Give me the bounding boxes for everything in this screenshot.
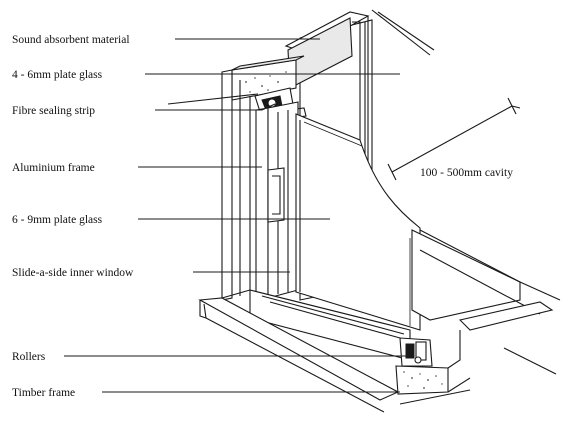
timber-frame-outer-left bbox=[221, 69, 233, 301]
label-aluminium-frame: Aluminium frame bbox=[12, 162, 95, 174]
label-rollers: Rollers bbox=[12, 351, 46, 363]
label-sound-absorbent: Sound absorbent material bbox=[12, 34, 130, 46]
leader-fibre-strip bbox=[155, 103, 276, 111]
labels: Sound absorbent material 4 - 6mm plate g… bbox=[12, 34, 513, 399]
label-cavity: 100 - 500mm cavity bbox=[420, 167, 513, 179]
label-fibre-strip: Fibre sealing strip bbox=[12, 105, 95, 117]
inner-glass-pane bbox=[295, 113, 421, 331]
window-drawing bbox=[198, 9, 561, 413]
timber-frame-block bbox=[395, 365, 449, 395]
aluminium-frame bbox=[255, 107, 269, 303]
header-beam-top bbox=[231, 55, 305, 71]
cavity-dimension bbox=[387, 97, 521, 181]
label-inner-window: Slide-a-side inner window bbox=[12, 267, 134, 279]
label-timber-frame: Timber frame bbox=[12, 387, 75, 399]
label-plate-glass-thin: 4 - 6mm plate glass bbox=[12, 69, 103, 81]
label-plate-glass-thick: 6 - 9mm plate glass bbox=[12, 214, 103, 226]
leader-lines bbox=[64, 38, 410, 393]
sill-ledge bbox=[458, 301, 554, 331]
